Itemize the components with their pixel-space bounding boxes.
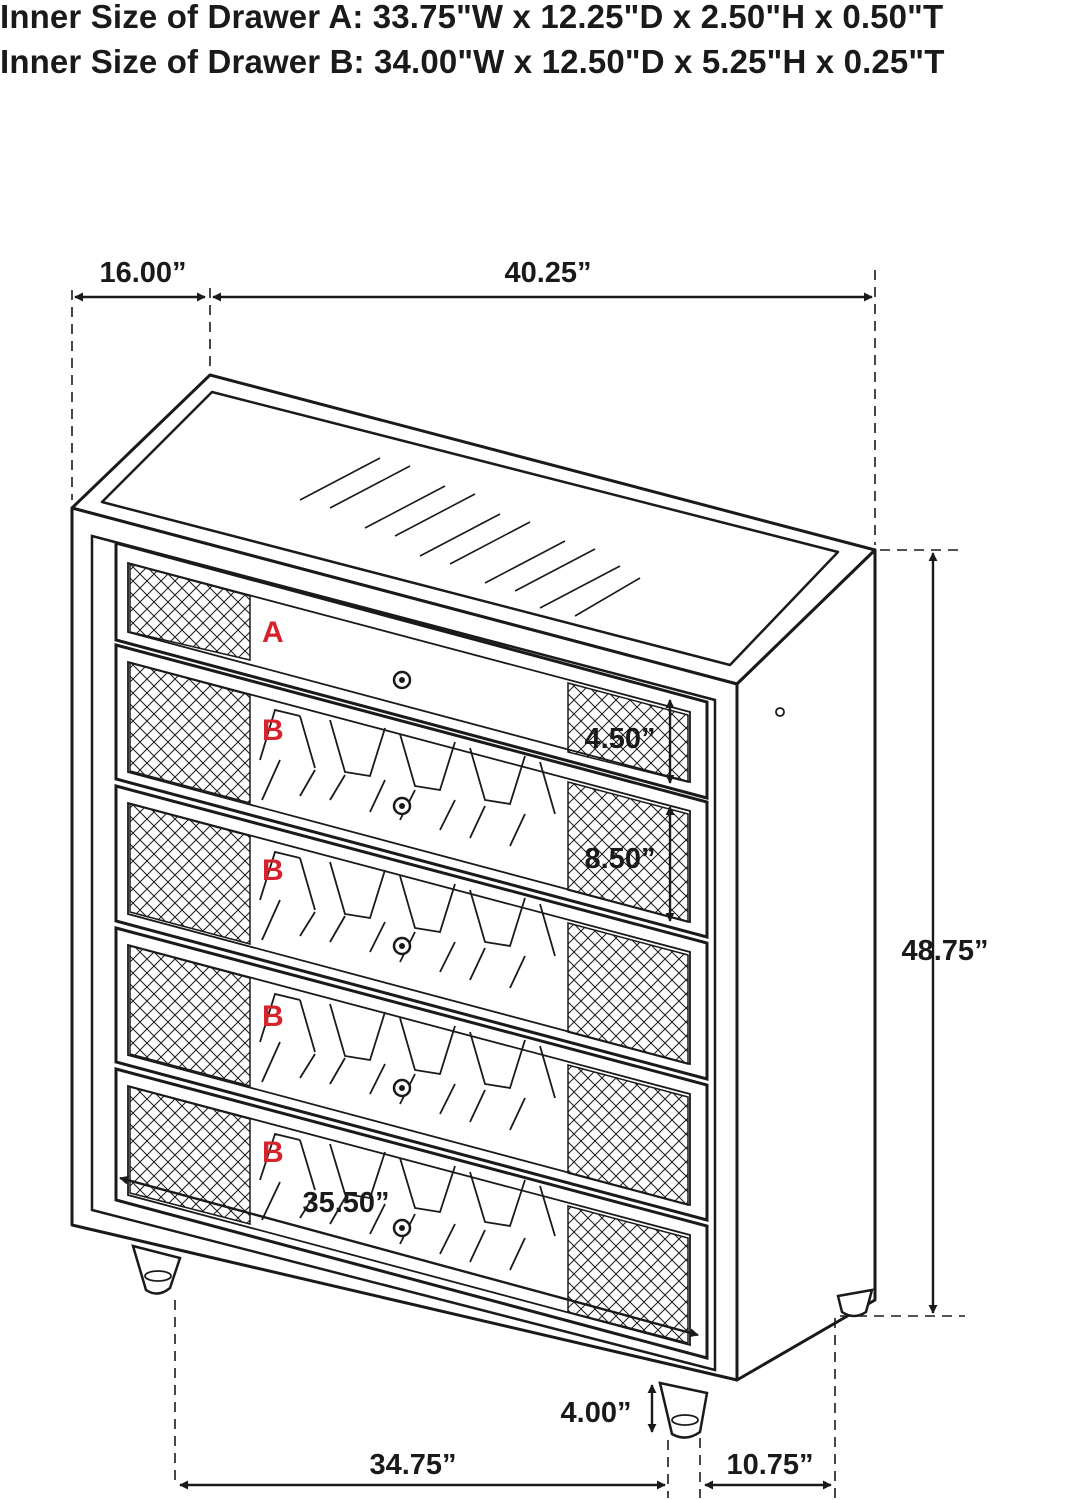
lattice-panel [567, 922, 689, 1065]
leg-front-left [131, 1244, 182, 1295]
drawer-label-b2: B [262, 854, 284, 887]
drawer-label-a: A [262, 616, 284, 649]
lattice-panel [567, 682, 689, 783]
drawer-width-arrow [119, 1175, 699, 1338]
width-top-label: 40.25” [504, 257, 591, 289]
side-hole [775, 707, 785, 717]
side-panel [735, 548, 877, 1382]
drawer-b-3 [114, 926, 709, 1222]
drawer-frame [90, 534, 717, 1372]
leg-front-right [658, 1381, 709, 1439]
depth-top-label: 16.00” [99, 257, 186, 289]
drawer-b-height-label: 8.50” [585, 843, 656, 875]
glass-top [100, 390, 840, 667]
leg-height-label: 4.00” [561, 1397, 632, 1429]
leg-back-right [836, 1288, 874, 1318]
drawer-b-inner-size: Inner Size of Drawer B: 34.00"W x 12.50"… [0, 43, 945, 80]
drawer-a [114, 541, 709, 800]
lattice-panel [129, 945, 251, 1087]
drawer-label-b3: B [262, 1000, 284, 1033]
base-width-label: 34.75” [369, 1449, 456, 1481]
drawer-width-label: 35.50” [302, 1187, 389, 1219]
base-depth-label: 10.75” [726, 1449, 813, 1481]
extension-lines [71, 270, 965, 1498]
glass-reflection [299, 457, 641, 617]
drawer-a-height-label: 4.50” [585, 723, 656, 755]
dimension-arrows [74, 292, 938, 1490]
drawer-label-b1: B [262, 714, 284, 747]
drawer-b-2 [114, 784, 709, 1081]
lattice-panel [129, 662, 251, 804]
lattice-panel [129, 803, 251, 945]
drawer-a-inner-size: Inner Size of Drawer A: 33.75"W x 12.25"… [0, 0, 944, 35]
drawer-label-b4: B [262, 1136, 284, 1169]
drawer-b-1 [114, 643, 709, 939]
lattice-panel [129, 563, 251, 661]
height-total-label: 48.75” [901, 935, 988, 967]
lattice-panel [567, 781, 689, 923]
